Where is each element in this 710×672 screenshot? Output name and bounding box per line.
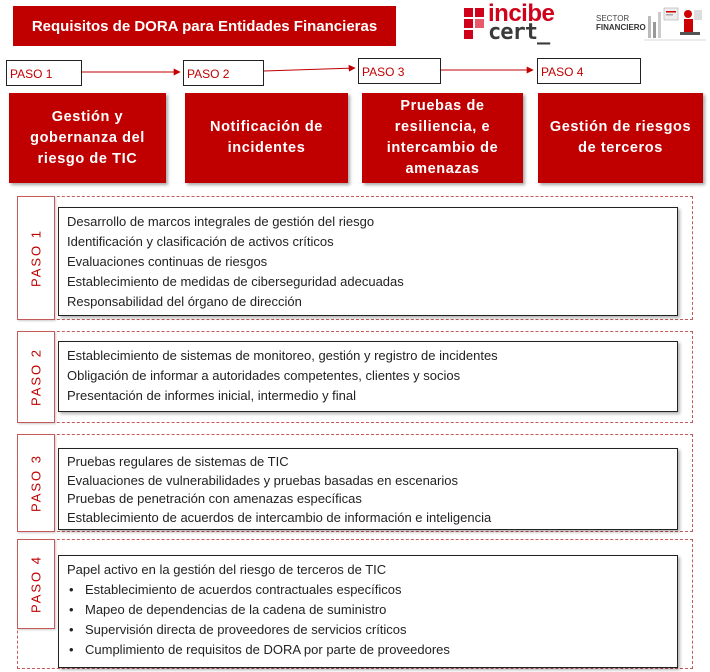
section-label-1: PASO 1 (17, 196, 55, 320)
page-title: Requisitos de DORA para Entidades Financ… (13, 6, 396, 46)
section-label-text-4: PASO 4 (28, 554, 44, 614)
section-label-text-2: PASO 2 (28, 347, 44, 407)
step-card-4: Gestión de riesgos de terceros (538, 93, 703, 183)
section-label-text-1: PASO 1 (28, 228, 44, 288)
arrow-2-to-3 (263, 64, 356, 72)
paso-box-3: PASO 3 (358, 58, 441, 84)
finance-illustration-icon (644, 7, 706, 41)
bullet-item: Cumplimiento de requisitos de DORA por p… (67, 640, 669, 660)
sector-logo-line1: SECTOR (596, 14, 630, 23)
step-card-2: Notificación de incidentes (185, 93, 348, 183)
list-item: Pruebas de penetración con amenazas espe… (67, 491, 362, 506)
section-label-3: PASO 3 (17, 434, 55, 532)
list-item: Desarrollo de marcos integrales de gesti… (67, 214, 375, 229)
incibe-logo-text: incibe (488, 0, 555, 27)
bullet-item: Supervisión directa de proveedores de se… (67, 620, 669, 640)
list-item: Pruebas regulares de sistemas de TIC (67, 454, 289, 469)
bullet-item: Mapeo de dependencias de la cadena de su… (67, 600, 669, 620)
list-item: Evaluaciones de vulnerabilidades y prueb… (67, 472, 458, 488)
list-item: Presentación de informes inicial, interm… (67, 388, 357, 403)
paso-box-2: PASO 2 (183, 60, 264, 86)
step-card-1: Gestión y gobernanza del riesgo de TIC (9, 93, 166, 183)
section-label-4: PASO 4 (17, 539, 55, 629)
bullet-item: Establecimiento de acuerdos contractuale… (67, 580, 669, 600)
section-content-3: Pruebas regulares de sistemas de TIC Eva… (58, 448, 678, 530)
section-label-2: PASO 2 (17, 331, 55, 423)
list-item: Responsabilidad del órgano de dirección (67, 294, 302, 309)
sector-logo-line2: FINANCIERO (596, 23, 646, 32)
step-card-3: Pruebas de resiliencia, e intercambio de… (362, 93, 523, 183)
cert-logo-text: cert_ (488, 20, 550, 45)
section-label-text-3: PASO 3 (28, 453, 44, 513)
paso-box-1: PASO 1 (6, 60, 82, 86)
sector-logo-text: SECTOR FINANCIERO (596, 14, 646, 32)
list-intro: Papel activo en la gestión del riesgo de… (67, 562, 387, 577)
incibe-cert-logo: incibe cert_ (462, 2, 562, 44)
incibe-mark-icon (464, 8, 484, 39)
paso-box-4: PASO 4 (537, 58, 641, 84)
section-content-2: Establecimiento de sistemas de monitoreo… (58, 341, 678, 412)
list-item: Establecimiento de medidas de cibersegur… (67, 274, 404, 289)
section-content-4: Papel activo en la gestión del riesgo de… (58, 555, 678, 668)
sector-financiero-logo: SECTOR FINANCIERO (586, 2, 706, 46)
list-item: Establecimiento de sistemas de monitoreo… (67, 348, 498, 363)
list-item: Establecimiento de acuerdos de intercamb… (67, 509, 492, 525)
list-item: Obligación de informar a autoridades com… (67, 368, 461, 383)
list-item: Identificación y clasificación de activo… (67, 234, 334, 249)
section-content-1: Desarrollo de marcos integrales de gesti… (58, 207, 678, 316)
list-item: Evaluaciones continuas de riesgos (67, 254, 268, 269)
